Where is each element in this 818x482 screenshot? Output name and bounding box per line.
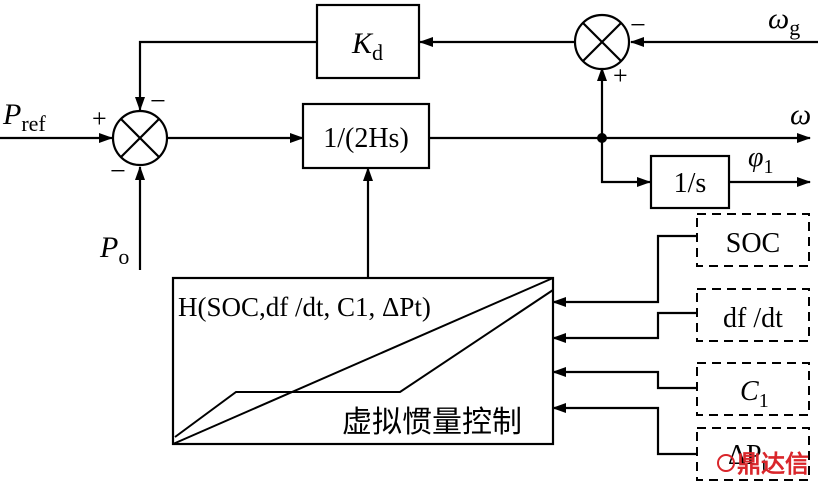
svg-text:φ1: φ1 <box>748 142 774 178</box>
phase-integrator-block <box>649 154 731 210</box>
omega-label: ω <box>790 98 811 131</box>
c1-box <box>696 362 810 416</box>
watermark-text: 鼎达信 <box>737 450 809 478</box>
sign-left-plus: + <box>92 104 107 133</box>
phase-integrator-label: 1/s <box>674 168 707 199</box>
sign-right-plus: + <box>613 61 628 90</box>
soc-label: SOC <box>726 228 780 259</box>
integrator-block <box>301 102 431 170</box>
h-block-characteristic <box>174 289 554 438</box>
kd-subscript: d <box>372 40 383 65</box>
dfdt-label: df /dt <box>723 303 783 334</box>
dpt-line <box>552 403 697 456</box>
omega-junction-dot <box>597 133 607 143</box>
svg-text:Kd: Kd <box>351 27 383 65</box>
soc-line <box>552 234 697 307</box>
svg-text:Pref: Pref <box>2 98 46 136</box>
h-block-diagonal <box>172 277 554 445</box>
phi-subscript: 1 <box>764 156 774 178</box>
svg-text:ωg: ωg <box>768 2 800 40</box>
c1-label: C <box>740 376 759 407</box>
svg-text:ΔPt: ΔPt <box>728 440 768 476</box>
h-block-title: 虚拟惯量控制 <box>342 405 522 440</box>
kd-label: K <box>351 27 374 60</box>
integrator-label: 1/(2Hs) <box>323 123 409 154</box>
p-o-subscript: o <box>118 244 129 269</box>
phase-branch-line <box>600 138 651 187</box>
svg-text:C1: C1 <box>740 376 769 412</box>
p-ref-label: P <box>2 98 21 131</box>
svg-text:Po: Po <box>99 231 129 269</box>
c1-line <box>552 367 697 390</box>
c1-subscript: 1 <box>759 390 769 412</box>
dpt-box <box>696 427 810 481</box>
dfdt-box <box>696 288 810 342</box>
p-o-label: P <box>99 231 118 264</box>
sign-right-minus: − <box>630 10 646 41</box>
sum-junction-left <box>111 109 169 167</box>
omega-g-subscript: g <box>789 15 800 40</box>
kd-feedback-line <box>135 40 317 111</box>
dpt-subscript: t <box>762 454 768 476</box>
sign-left-minus-bottom: − <box>110 156 126 187</box>
sum-junction-right <box>573 13 631 71</box>
omega-g-label: ω <box>768 2 789 35</box>
p-ref-subscript: ref <box>21 111 46 136</box>
phi-label: φ <box>748 142 764 173</box>
h-function-label: H(SOC,df /dt, C1, ΔPt) <box>178 292 431 322</box>
kd-block <box>315 3 421 80</box>
soc-box <box>696 213 810 267</box>
watermark: 鼎达信 <box>717 450 809 478</box>
sign-left-minus-top: − <box>150 86 166 117</box>
dfdt-line <box>552 311 697 343</box>
